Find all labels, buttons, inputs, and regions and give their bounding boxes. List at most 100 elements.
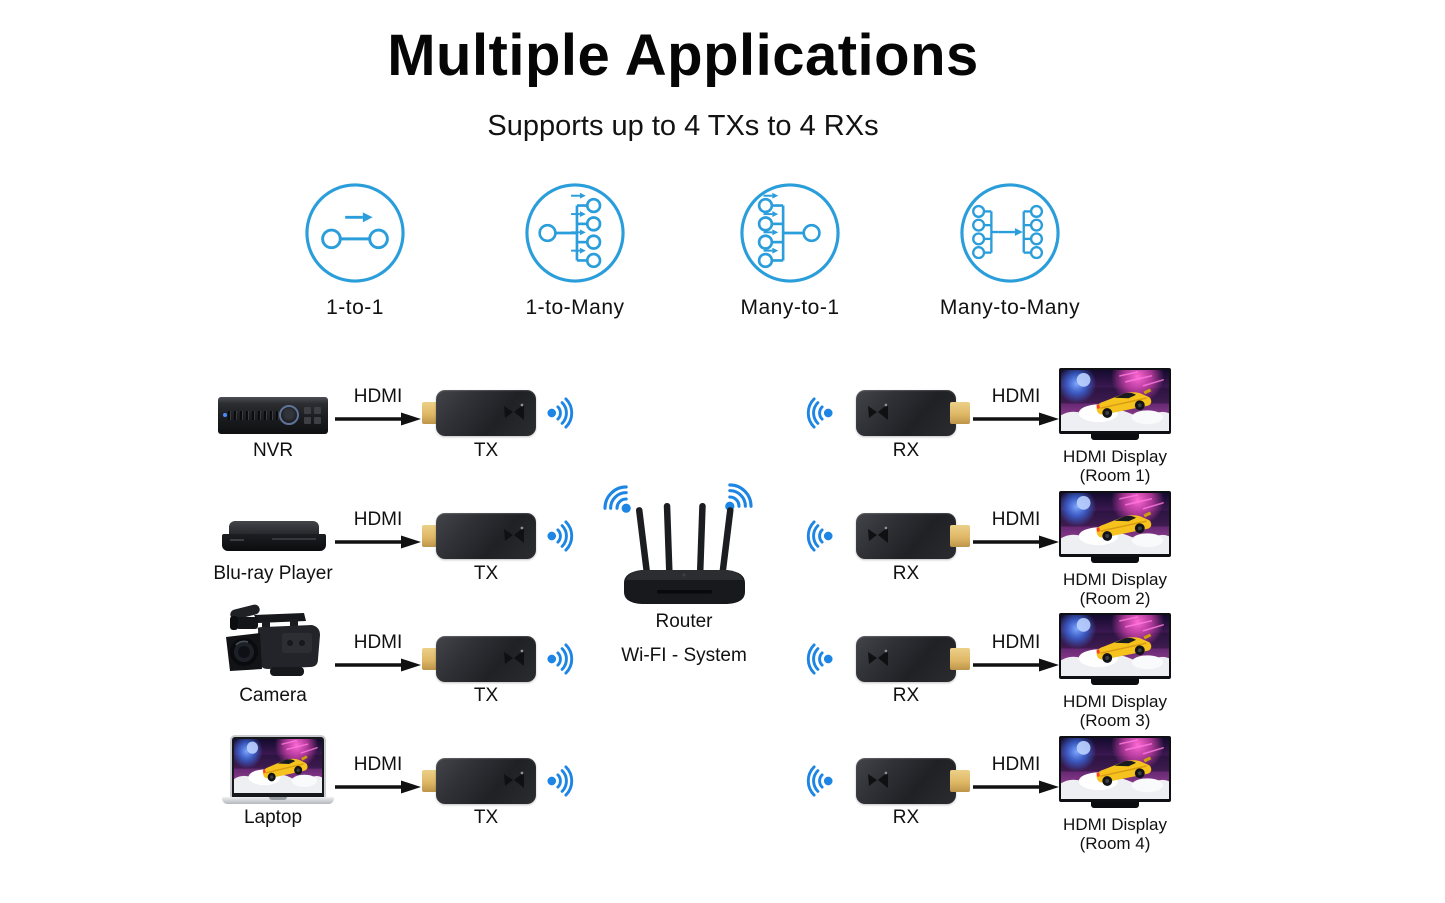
hdmi-connector bbox=[950, 402, 970, 424]
tv-stand bbox=[1091, 679, 1139, 685]
game-screen-image bbox=[1061, 370, 1169, 431]
tx-label: TX bbox=[473, 563, 499, 584]
right-arrow-icon bbox=[973, 657, 1059, 673]
rx-dongle-image bbox=[798, 636, 970, 682]
dongle-logo-icon bbox=[868, 403, 888, 420]
hdmi-arrow-left: HDMI bbox=[334, 386, 422, 427]
tv-frame bbox=[1059, 491, 1171, 557]
hdmi-label: HDMI bbox=[353, 754, 403, 775]
tx-dongle-body bbox=[436, 636, 536, 682]
wifi-signal-icon bbox=[806, 765, 834, 797]
hdmi-connector bbox=[950, 525, 970, 547]
tx-dongle-body bbox=[436, 390, 536, 436]
one-to-many-icon bbox=[525, 183, 625, 283]
hdmi-arrow-right: HDMI bbox=[972, 509, 1060, 550]
topology-one-to-many: 1-to-Many bbox=[465, 182, 685, 320]
rx-label: RX bbox=[892, 807, 920, 828]
tv-image bbox=[1059, 368, 1171, 440]
nvr-buttons bbox=[228, 411, 282, 420]
tx-dongle-image bbox=[422, 513, 582, 559]
room-name: (Room 2) bbox=[1079, 589, 1151, 608]
topology-label: 1-to-Many bbox=[525, 296, 625, 319]
display-name: HDMI Display bbox=[1063, 692, 1167, 711]
display-label: HDMI Display (Room 4) bbox=[1044, 815, 1186, 853]
topology-label: 1-to-1 bbox=[326, 296, 384, 319]
right-arrow-icon bbox=[335, 534, 421, 550]
bluray-front bbox=[222, 534, 326, 551]
rx-dongle-image bbox=[798, 513, 970, 559]
dongle-logo-icon bbox=[504, 771, 524, 788]
topology-many-to-many: Many-to-Many bbox=[900, 182, 1120, 320]
wifi-signal-icon bbox=[806, 397, 834, 429]
rx-dongle-image bbox=[798, 758, 970, 804]
hdmi-arrow-left: HDMI bbox=[334, 632, 422, 673]
dongle-logo-icon bbox=[868, 649, 888, 666]
hdmi-label: HDMI bbox=[991, 509, 1041, 530]
right-arrow-icon bbox=[973, 534, 1059, 550]
tv-frame bbox=[1059, 368, 1171, 434]
display-label: HDMI Display (Room 3) bbox=[1044, 692, 1186, 730]
dongle-logo-icon bbox=[868, 771, 888, 788]
bluray-player-image bbox=[222, 521, 326, 551]
display-label: HDMI Display (Room 2) bbox=[1044, 570, 1186, 608]
wifi-signal-icon bbox=[546, 520, 574, 552]
laptop-image bbox=[222, 735, 334, 804]
nvr-control-buttons bbox=[304, 407, 321, 424]
tx-dongle-image bbox=[422, 758, 582, 804]
hdmi-label: HDMI bbox=[353, 386, 403, 407]
hdmi-label: HDMI bbox=[353, 632, 403, 653]
tv-image bbox=[1059, 491, 1171, 563]
tx-dongle-body bbox=[436, 513, 536, 559]
bluray-lid bbox=[229, 521, 319, 534]
display-name: HDMI Display bbox=[1063, 447, 1167, 466]
dongle-logo-icon bbox=[504, 403, 524, 420]
room-name: (Room 4) bbox=[1079, 834, 1151, 853]
room-name: (Room 3) bbox=[1079, 711, 1151, 730]
tx-dongle-body bbox=[436, 758, 536, 804]
tv-image bbox=[1059, 736, 1171, 808]
hdmi-arrow-left: HDMI bbox=[334, 754, 422, 795]
wifi-signal-icon bbox=[546, 643, 574, 675]
rx-dongle-body bbox=[856, 513, 956, 559]
hdmi-label: HDMI bbox=[991, 632, 1041, 653]
router-label: Router bbox=[655, 611, 713, 632]
display-name: HDMI Display bbox=[1063, 570, 1167, 589]
rx-dongle-image bbox=[798, 390, 970, 436]
wifi-system-label: Wi-FI - System bbox=[621, 645, 747, 666]
wifi-signal-icon bbox=[546, 397, 574, 429]
hdmi-label: HDMI bbox=[991, 754, 1041, 775]
game-screen-image bbox=[1061, 615, 1169, 676]
display-name: HDMI Display bbox=[1063, 815, 1167, 834]
source-label: NVR bbox=[252, 440, 294, 461]
tv-stand bbox=[1091, 557, 1139, 563]
rx-label: RX bbox=[892, 440, 920, 461]
tv-stand bbox=[1091, 434, 1139, 440]
dongle-logo-icon bbox=[504, 526, 524, 543]
rx-dongle-body bbox=[856, 390, 956, 436]
nvr-jog-dial bbox=[279, 405, 299, 425]
rx-dongle-body bbox=[856, 636, 956, 682]
laptop-base bbox=[222, 797, 334, 804]
hdmi-connector bbox=[950, 648, 970, 670]
page-subtitle: Supports up to 4 TXs to 4 RXs bbox=[487, 110, 879, 142]
tv-frame bbox=[1059, 613, 1171, 679]
room-name: (Room 1) bbox=[1079, 466, 1151, 485]
tx-label: TX bbox=[473, 807, 499, 828]
dongle-logo-icon bbox=[504, 649, 524, 666]
source-label: Laptop bbox=[243, 807, 303, 828]
page-title: Multiple Applications bbox=[387, 23, 979, 88]
hdmi-arrow-right: HDMI bbox=[972, 632, 1060, 673]
router-image bbox=[624, 503, 745, 604]
right-arrow-icon bbox=[335, 411, 421, 427]
tx-label: TX bbox=[473, 440, 499, 461]
game-screen-image bbox=[1061, 738, 1169, 799]
right-arrow-icon bbox=[335, 779, 421, 795]
display-label: HDMI Display (Room 1) bbox=[1044, 447, 1186, 485]
nvr-power-led bbox=[223, 413, 227, 417]
tx-dongle-image bbox=[422, 636, 582, 682]
dongle-logo-icon bbox=[868, 526, 888, 543]
hdmi-connector bbox=[950, 770, 970, 792]
many-to-one-icon bbox=[740, 183, 840, 283]
rx-label: RX bbox=[892, 563, 920, 584]
